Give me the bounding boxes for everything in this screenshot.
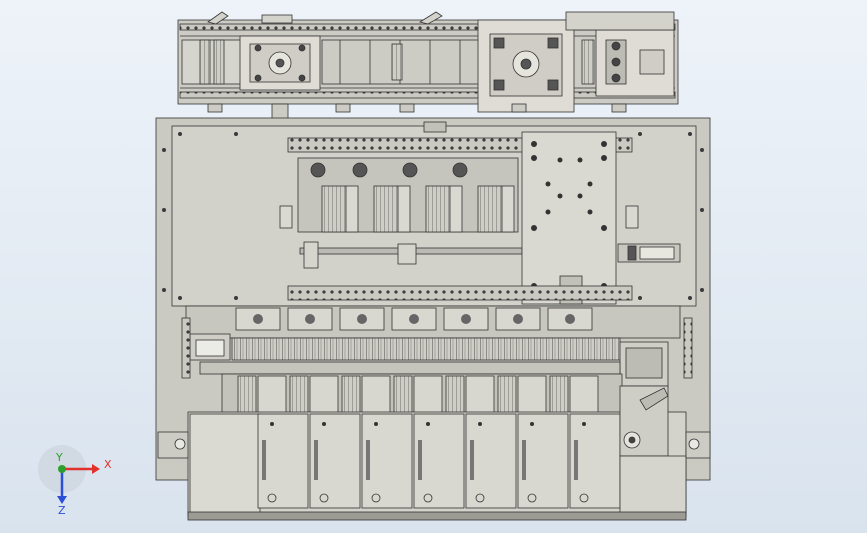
magazine-3: [361, 413, 413, 509]
x-axis-arrowhead: [92, 464, 100, 474]
z-axis-label: Z: [58, 504, 66, 517]
magazine-bank: [157, 385, 711, 521]
magazine-4: [413, 413, 465, 509]
y-axis-label: Y: [55, 451, 63, 464]
top-conveyor-assembly: [177, 11, 679, 129]
magazine-7: [569, 413, 621, 509]
magazine-5: [465, 413, 517, 509]
z-axis-arrowhead: [57, 496, 67, 504]
gripper-row: [181, 305, 693, 387]
y-axis-dot: [58, 465, 66, 473]
magazine-6: [517, 413, 569, 509]
lower-actuators: [221, 373, 623, 415]
x-axis-label: X: [104, 458, 112, 471]
magazine-2: [309, 413, 361, 509]
timing-belt: [231, 337, 621, 361]
lower-linear-rail: [287, 285, 633, 301]
coordinate-triad: X Y Z: [38, 445, 112, 517]
magazine-1: [257, 413, 309, 509]
top-rail-lower: [179, 91, 676, 99]
